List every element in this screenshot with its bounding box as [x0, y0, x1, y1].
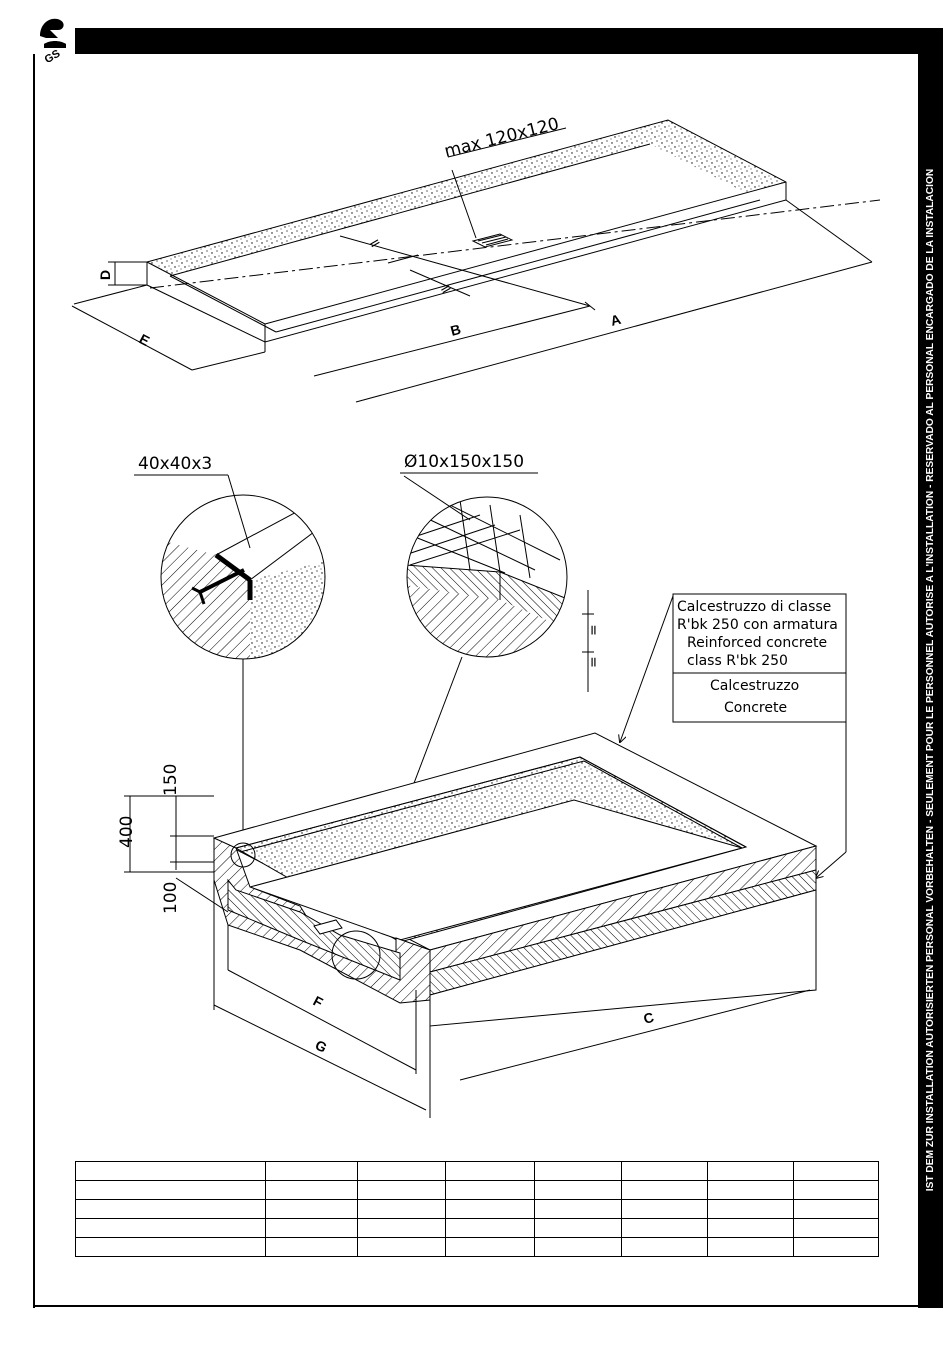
table-cell — [357, 1161, 446, 1181]
frame-left-border — [33, 54, 35, 1308]
dim-100-label: 100 — [161, 882, 181, 914]
table-cell — [75, 1218, 266, 1238]
table-cell — [445, 1161, 535, 1181]
dim-150-label: 150 — [161, 764, 181, 796]
table-cell — [534, 1180, 622, 1200]
table-cell — [357, 1199, 446, 1219]
section-view-trench — [124, 732, 818, 1118]
table-cell — [707, 1237, 794, 1257]
table-cell — [265, 1218, 358, 1238]
table-cell — [707, 1218, 794, 1238]
table-cell — [793, 1199, 879, 1219]
table-cell — [75, 1237, 266, 1257]
detail-mesh-circle — [406, 496, 568, 658]
concrete-legend-box — [620, 593, 847, 878]
dim-a-label: A — [609, 311, 623, 329]
table-cell — [445, 1199, 535, 1219]
table-cell — [793, 1180, 879, 1200]
legend-reinforced-en-line1: Reinforced concrete — [687, 635, 827, 651]
detail-angle-circle — [160, 494, 326, 660]
table-row — [75, 1161, 879, 1181]
legend-plain-en: Concrete — [724, 700, 787, 716]
frame-bottom-border — [33, 1305, 919, 1307]
dim-d-label: D — [97, 270, 113, 280]
table-cell — [357, 1180, 446, 1200]
table-row — [75, 1180, 879, 1200]
table-cell — [621, 1218, 708, 1238]
table-cell — [707, 1180, 794, 1200]
table-cell — [75, 1199, 266, 1219]
legend-reinforced-it-line1: Calcestruzzo di classe — [677, 599, 831, 615]
table-cell — [793, 1161, 879, 1181]
dim-g-label: G — [313, 1037, 330, 1056]
angle-size-label: 40x40x3 — [138, 454, 212, 474]
table-cell — [265, 1180, 358, 1200]
table-cell — [793, 1237, 879, 1257]
table-cell — [534, 1161, 622, 1181]
table-cell — [445, 1218, 535, 1238]
brand-logo-icon: GS — [40, 18, 66, 62]
dim-c-label: C — [642, 1009, 656, 1027]
dim-e-label: E — [137, 331, 153, 350]
table-cell — [534, 1218, 622, 1238]
table-cell — [707, 1161, 794, 1181]
table-cell — [534, 1199, 622, 1219]
legend-reinforced-en-line2: class R'bk 250 — [687, 653, 788, 669]
mesh-size-label: Ø10x150x150 — [404, 452, 524, 472]
table-cell — [621, 1199, 708, 1219]
table-cell — [793, 1218, 879, 1238]
table-cell — [707, 1199, 794, 1219]
table-cell — [621, 1161, 708, 1181]
table-cell — [621, 1237, 708, 1257]
table-cell — [534, 1237, 622, 1257]
equal-mark-detail-1: = — [586, 624, 602, 636]
dim-400-label: 400 — [117, 816, 137, 848]
header-bar — [75, 28, 943, 54]
dim-b-label: B — [449, 321, 463, 339]
table-row — [75, 1237, 879, 1257]
table-cell — [75, 1180, 266, 1200]
table-cell — [357, 1237, 446, 1257]
table-cell — [265, 1199, 358, 1219]
table-row — [75, 1199, 879, 1219]
table-cell — [445, 1237, 535, 1257]
table-cell — [75, 1161, 266, 1181]
top-view-trench — [71, 119, 881, 403]
side-bar — [918, 54, 943, 1308]
legend-reinforced-it-line2: R'bk 250 con armatura — [677, 617, 838, 633]
table-cell — [357, 1218, 446, 1238]
table-row — [75, 1218, 879, 1238]
equal-mark-detail-2: = — [586, 656, 602, 668]
dim-f-label: F — [311, 993, 326, 1011]
legend-plain-it: Calcestruzzo — [710, 678, 799, 694]
table-cell — [265, 1161, 358, 1181]
table-cell — [265, 1237, 358, 1257]
dimensions-table — [75, 1161, 879, 1257]
table-cell — [621, 1180, 708, 1200]
table-cell — [445, 1180, 535, 1200]
